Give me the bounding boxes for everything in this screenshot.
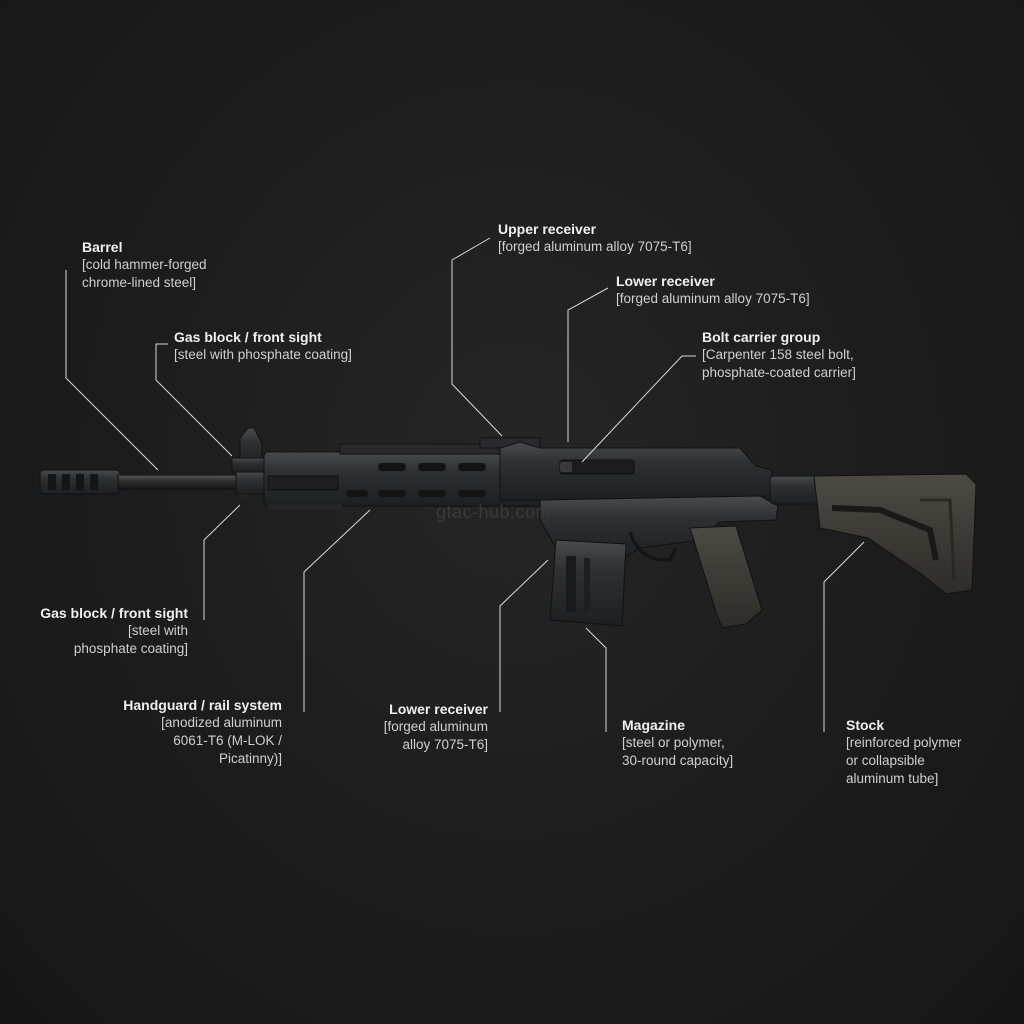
label-handguard: Handguard / rail system [anodized alumin… bbox=[123, 696, 282, 768]
label-lower-receiver-bottom-name: Lower receiver bbox=[389, 701, 488, 717]
label-stock-name: Stock bbox=[846, 717, 885, 733]
upper-receiver-shape bbox=[479, 437, 773, 501]
leader-gas-block-bottom bbox=[203, 504, 241, 620]
label-gas-block-top-desc: [steel with phosphate coating] bbox=[174, 347, 352, 362]
handguard-shape bbox=[263, 443, 545, 510]
magazine-shape bbox=[549, 539, 627, 627]
leader-gas-block-top bbox=[155, 343, 233, 457]
label-lower-receiver-bottom: Lower receiver [forged aluminum alloy 70… bbox=[384, 700, 488, 754]
muzzle-brake bbox=[39, 469, 121, 495]
label-lower-receiver-bottom-desc: [forged aluminum alloy 7075-T6] bbox=[383, 719, 488, 752]
leader-lower-receiver-bottom bbox=[499, 559, 549, 712]
pistol-grip-shape bbox=[689, 525, 763, 629]
leader-lower-receiver-top bbox=[567, 287, 609, 442]
label-handguard-desc: [anodized aluminum 6061-T6 (M-LOK / Pica… bbox=[161, 715, 282, 766]
label-magazine-desc: [steel or polymer, 30-round capacity] bbox=[622, 735, 734, 768]
leader-lines bbox=[65, 237, 865, 732]
label-gas-block-bottom: Gas block / front sight [steel with phos… bbox=[40, 604, 188, 658]
label-bolt-carrier-name: Bolt carrier group bbox=[702, 329, 821, 345]
label-magazine: Magazine [steel or polymer, 30-round cap… bbox=[622, 716, 733, 770]
leader-bolt-carrier bbox=[581, 355, 696, 463]
label-magazine-name: Magazine bbox=[622, 717, 686, 733]
label-upper-receiver-desc: [forged aluminum alloy 7075-T6] bbox=[498, 239, 692, 254]
label-lower-receiver-top-name: Lower receiver bbox=[616, 273, 715, 289]
label-stock: Stock [reinforced polymer or collapsible… bbox=[846, 716, 962, 788]
leader-upper-receiver bbox=[451, 237, 503, 437]
label-gas-block-bottom-desc: [steel with phosphate coating] bbox=[73, 623, 188, 656]
stock-shape bbox=[813, 473, 977, 595]
label-lower-receiver-top-desc: [forged aluminum alloy 7075-T6] bbox=[616, 291, 810, 306]
label-upper-receiver-name: Upper receiver bbox=[498, 221, 597, 237]
leader-handguard bbox=[303, 509, 371, 712]
label-gas-block-bottom-name: Gas block / front sight bbox=[40, 605, 188, 621]
label-gas-block-top-name: Gas block / front sight bbox=[174, 329, 322, 345]
leader-magazine bbox=[585, 627, 607, 732]
label-handguard-name: Handguard / rail system bbox=[123, 697, 282, 713]
label-upper-receiver: Upper receiver [forged aluminum alloy 70… bbox=[498, 220, 692, 256]
label-stock-desc: [reinforced polymer or collapsible alumi… bbox=[846, 735, 962, 786]
label-lower-receiver-top: Lower receiver [forged aluminum alloy 70… bbox=[616, 272, 810, 308]
label-barrel-name: Barrel bbox=[82, 239, 123, 255]
label-barrel-desc: [cold hammer-forged chrome-lined steel] bbox=[82, 257, 207, 290]
label-bolt-carrier-desc: [Carpenter 158 steel bolt, phosphate-coa… bbox=[702, 347, 856, 380]
leader-barrel bbox=[65, 270, 159, 471]
watermark: gtac-hub.com bbox=[436, 502, 552, 522]
leader-stock bbox=[823, 541, 865, 732]
label-bolt-carrier: Bolt carrier group [Carpenter 158 steel … bbox=[702, 328, 856, 382]
label-gas-block-top: Gas block / front sight [steel with phos… bbox=[174, 328, 352, 364]
label-barrel: Barrel [cold hammer-forged chrome-lined … bbox=[82, 238, 207, 292]
